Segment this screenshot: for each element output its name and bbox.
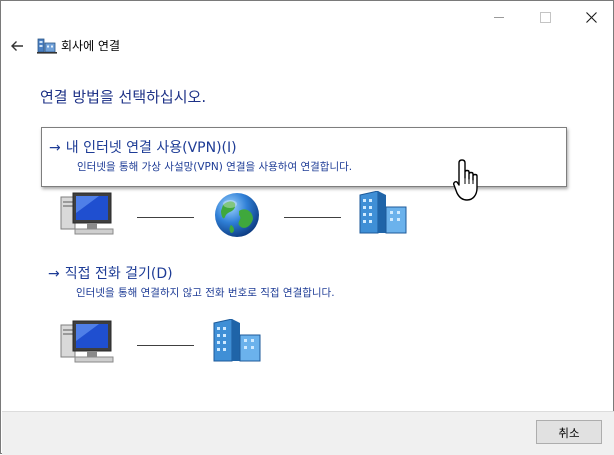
option-dial-description: 인터넷을 통해 연결하지 않고 전화 번호로 직접 연결합니다. [76,287,335,299]
maximize-icon [539,11,551,23]
back-arrow-icon [11,41,23,51]
arrow-right-icon: → [48,266,60,282]
option-vpn-description: 인터넷을 통해 가상 사설망(VPN) 연결을 사용하여 연결합니다. [77,161,353,173]
dialog-footer: 취소 [2,411,614,455]
option-title: →직접 전화 걸기(D) [48,264,173,284]
page-heading: 연결 방법을 선택하십시오. [40,88,207,106]
office-building-icon [359,191,407,234]
arrow-right-icon: → [49,140,61,156]
option-use-vpn[interactable]: →내 인터넷 연결 사용(VPN)(I) 인터넷을 통해 가상 사설망(VPN)… [41,127,567,187]
close-icon [585,11,597,23]
computer-icon [60,320,114,363]
minimize-icon [494,16,504,18]
cancel-button[interactable]: 취소 [536,420,602,444]
connection-line [137,217,194,218]
internet-globe-icon [215,193,259,237]
office-building-icon [213,319,261,362]
option-dial-label: 직접 전화 걸기(D) [64,266,173,282]
back-button[interactable] [8,37,26,55]
connection-line [137,345,194,346]
hand-cursor-icon [453,159,478,201]
network-connection-icon [37,38,57,54]
option-vpn-label: 내 인터넷 연결 사용(VPN)(I) [65,140,237,156]
connection-line [284,217,341,218]
option-title: →내 인터넷 연결 사용(VPN)(I) [49,138,237,158]
minimize-button[interactable] [476,3,522,31]
maximize-button[interactable] [522,3,568,31]
window-title: 회사에 연결 [61,39,121,53]
close-button[interactable] [568,3,614,31]
option-dial-directly[interactable]: →직접 전화 걸기(D) 인터넷을 통해 연결하지 않고 전화 번호로 직접 연… [41,263,567,305]
computer-icon [60,192,114,235]
